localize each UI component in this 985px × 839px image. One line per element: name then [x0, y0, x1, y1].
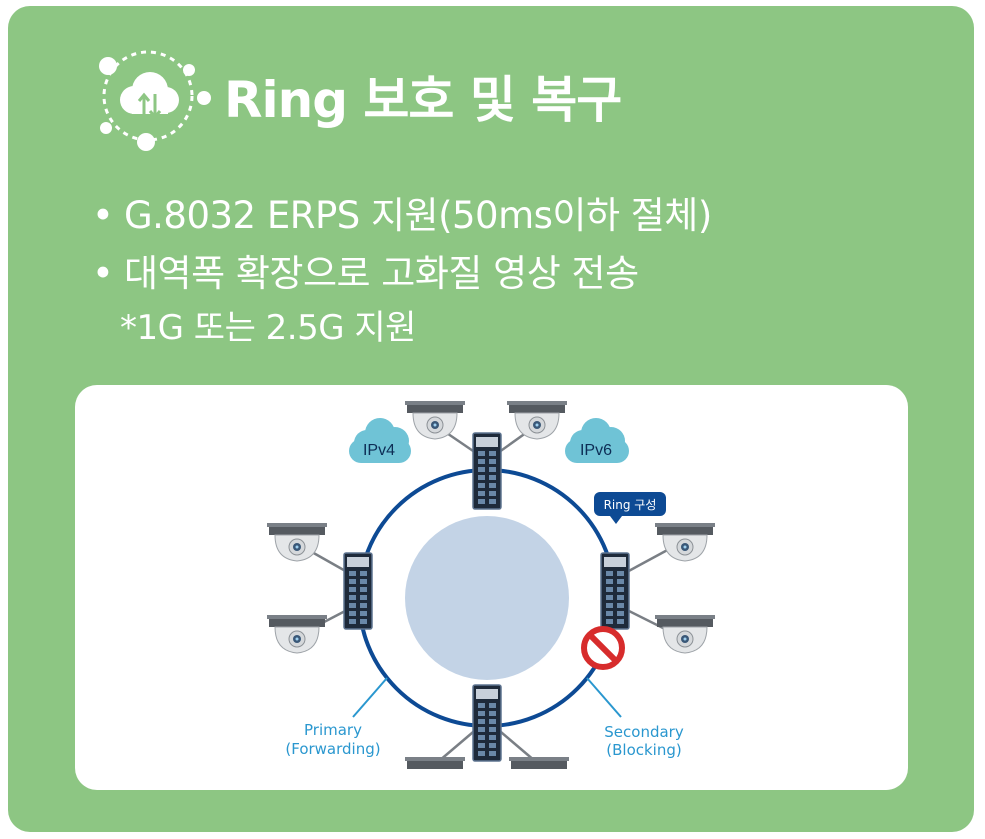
camera-icon	[509, 757, 569, 769]
camera-icon	[266, 614, 328, 654]
secondary-sublabel: (Blocking)	[606, 741, 681, 759]
cloud-ipv6-icon	[565, 418, 629, 463]
primary-label: Primary	[304, 721, 362, 739]
feature-list: •G.8032 ERPS 지원(50ms이하 절체) •대역폭 확장으로 고화질…	[92, 187, 712, 353]
camera-icon	[404, 400, 466, 440]
switch-icon	[600, 552, 630, 630]
ring-badge-label: Ring 구성	[604, 498, 657, 512]
list-item: •대역폭 확장으로 고화질 영상 전송	[92, 245, 712, 303]
camera-icon	[654, 614, 716, 654]
secondary-label: Secondary	[604, 723, 684, 741]
cloud-ipv4-icon	[349, 418, 411, 463]
ring-badge	[594, 492, 666, 516]
list-item-text: G.8032 ERPS 지원(50ms이하 절체)	[124, 194, 712, 237]
ring-center	[405, 516, 569, 680]
switch-icon	[472, 684, 502, 762]
camera-icon	[405, 757, 465, 769]
camera-icon	[654, 522, 716, 562]
bullet-icon: •	[92, 252, 114, 295]
switch-icon	[472, 432, 502, 510]
bullet-icon: •	[92, 194, 114, 237]
primary-pointer	[352, 677, 388, 718]
page-title: Ring 보호 및 복구	[224, 71, 622, 129]
diagram-panel: IPv4 IPv6 Ring 구성 Primary (Forwarding) S…	[75, 385, 908, 790]
primary-sublabel: (Forwarding)	[285, 740, 380, 758]
ring-badge-pointer	[610, 516, 622, 524]
camera-icon	[506, 400, 568, 440]
list-item: •G.8032 ERPS 지원(50ms이하 절체)	[92, 187, 712, 245]
cloud-ipv4-label: IPv4	[363, 442, 395, 459]
block-sign-icon	[581, 626, 625, 670]
list-item-text: 대역폭 확장으로 고화질 영상 전송	[124, 252, 639, 295]
footnote: *1G 또는 2.5G 지원	[120, 308, 416, 348]
ring-topology-diagram: IPv4 IPv6 Ring 구성 Primary (Forwarding) S…	[266, 400, 716, 769]
secondary-pointer	[586, 677, 622, 718]
cloud-sync-icon	[99, 50, 211, 151]
cloud-ipv6-label: IPv6	[580, 442, 612, 459]
switch-icon	[343, 552, 373, 630]
